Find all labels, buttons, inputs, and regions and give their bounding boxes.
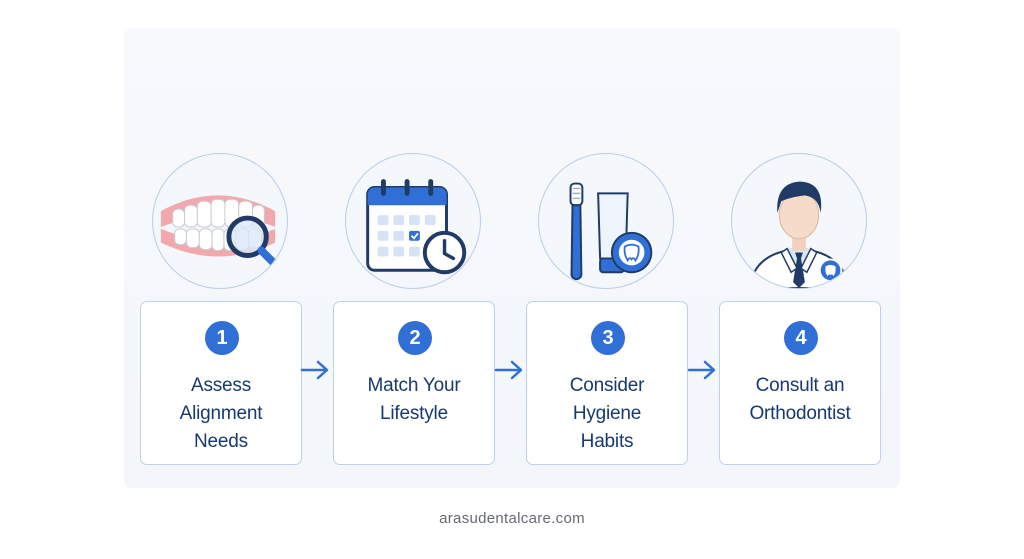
dentist-icon: [748, 181, 850, 288]
step-4-number-badge: 4: [784, 321, 818, 355]
step-3-label: Consider Hygiene Habits: [569, 375, 645, 452]
arrow-right-icon: [300, 360, 329, 380]
step-3-card: 3 Consider Hygiene Habits: [526, 301, 688, 465]
step-4: 4 Consult an Orthodontist: [719, 153, 881, 465]
teeth-magnifier-icon: [160, 195, 282, 271]
website-url: arasudentalcare.com: [439, 510, 585, 527]
step-4-card: 4 Consult an Orthodontist: [719, 301, 881, 465]
step-3: 3 Consider Hygiene Habits: [526, 153, 688, 465]
arrow-right-icon: [494, 360, 523, 380]
step-1-number-badge: 1: [205, 321, 239, 355]
step-1-label: Assess Alignment Needs: [179, 375, 263, 452]
step-4-illustration: [731, 153, 867, 289]
step-2-card: 2 Match Your Lifestyle: [333, 301, 495, 465]
arrow-right-icon: [687, 360, 716, 380]
calendar-clock-icon: [366, 179, 467, 275]
step-2-illustration: [345, 153, 481, 289]
step-4-label: Consult an Orthodontist: [749, 375, 851, 424]
step-3-illustration: [538, 153, 674, 289]
toothbrush-floss-icon: [569, 182, 653, 281]
step-2: 2 Match Your Lifestyle: [333, 153, 495, 465]
step-1-illustration: [152, 153, 288, 289]
step-1-card: 1 Assess Alignment Needs: [140, 301, 302, 465]
step-2-number-badge: 2: [398, 321, 432, 355]
step-1: 1 Assess Alignment Needs: [140, 153, 302, 465]
step-2-label: Match Your Lifestyle: [367, 375, 461, 424]
step-3-number-badge: 3: [591, 321, 625, 355]
